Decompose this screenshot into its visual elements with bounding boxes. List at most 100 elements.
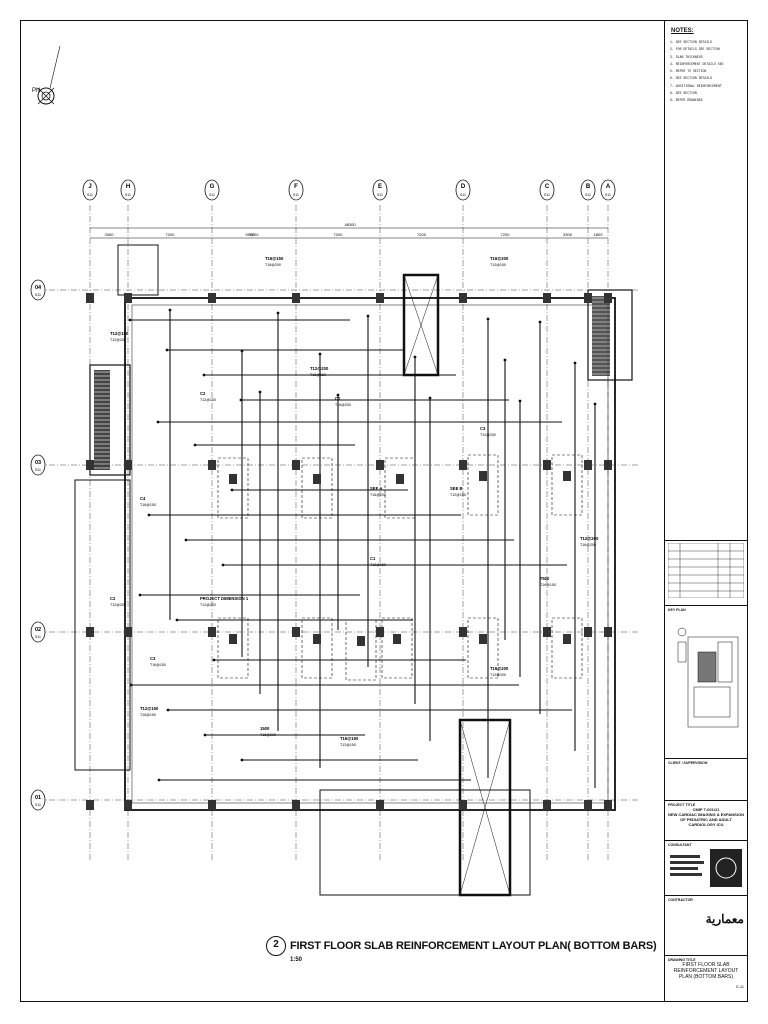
grid-ref-J: S11 [87,193,93,197]
slab-wing-left [74,479,131,771]
grid-label-G: G [210,184,215,190]
svg-text:PN: PN [32,88,40,94]
grid-bubble-J [82,179,98,201]
grid-ref-03: S11 [35,468,41,472]
notes-title: NOTES: [671,28,694,34]
drawing-title: FIRST FLOOR SLAB REINFORCEMENT LAYOUT PL… [673,962,739,980]
rebar-label: T16@150 [310,373,326,377]
grid-bubble-04 [30,279,46,301]
rebar-label: T16@150 [140,713,156,717]
drop-panel [217,617,249,679]
rebar-label: C4 [140,496,146,501]
column [124,293,132,303]
sheet-number: S-11 [735,984,744,989]
column [86,460,94,470]
column [376,293,384,303]
grid-ref-F: S11 [293,193,299,197]
column [396,474,404,484]
contractor-label: CONTRACTOR [668,898,693,902]
drawing-title-label: DRAWING TITLE [668,958,696,962]
column [313,634,321,644]
column [292,460,300,470]
grid-label-02: 02 [35,627,41,633]
column [208,460,216,470]
grid-label-J: J [88,184,91,190]
grid-ref-01: S11 [35,803,41,807]
column-spacing: 7200 [166,232,176,237]
rebar-label: C3 [480,426,486,431]
north-arrow-icon: PN [32,45,61,105]
plan-number-circle: 2 [266,936,286,956]
column [459,627,467,637]
drop-panel [301,617,333,679]
grid-bubble-D [455,179,471,201]
drop-panel [381,617,413,679]
grid-label-F: F [294,184,298,190]
column-spacing: 3300 [105,232,115,237]
drop-panel [301,457,333,519]
grid-label-D: D [461,184,466,190]
drop-panel [551,617,583,679]
stair-core-right [587,289,633,381]
column [376,800,384,810]
rebar-label: T12@150 [490,263,506,267]
notes-list: 1- SEE SECTION DETAILS 2- FOR DETAILS SEE… [670,40,744,106]
grid-label-04: 04 [35,285,42,291]
rebar-label: T12@200 [490,673,506,677]
rebar-label: 1500 [260,726,270,731]
grid-bubble-H [120,179,136,201]
column [604,293,612,303]
column [357,636,365,646]
project-label: PROJECT TITLE [668,803,696,807]
rebar-label: T16@150 [340,736,359,741]
slab-extension [319,789,531,896]
grid-bubble-01 [30,789,46,811]
key-plan-section: KEY PLAN [665,605,747,755]
grid-label-H: H [126,184,130,190]
column-spacing: 7200 [334,232,344,237]
key-plan-map [677,627,739,728]
grid-ref-D: S11 [460,193,466,197]
rebar-label: T16@200 [370,493,386,497]
grid-label-E: E [378,184,382,190]
column [459,460,467,470]
rebar-label: T12@200 [580,536,599,541]
plan-number: 2 [273,939,279,950]
column [376,627,384,637]
column [584,293,592,303]
grid-ref-04: S11 [35,293,41,297]
rebar-label: 7500 [540,576,550,581]
column-spacing: 3300 [563,232,573,237]
grid-label-C: C [545,184,550,190]
column [208,800,216,810]
rebar-label: T12@200 [480,433,496,437]
grid-label-A: A [606,184,611,190]
rebar-label: T16@150 [540,583,556,587]
note-item: 1- SEE SECTION DETAILS [670,40,713,44]
grid-bubble-B [580,179,596,201]
note-item: 8- SEE SECTION [670,91,697,96]
column [563,471,571,481]
column [543,800,551,810]
stair-core-left [89,364,131,476]
rebar-label: T12@200 [110,603,126,607]
column [86,800,94,810]
rebar-label: T12@150 [450,493,466,497]
column [376,460,384,470]
column [292,800,300,810]
rebar-label: T16@200 [335,403,351,407]
rebar-label: C1 [335,396,341,401]
column-spacing: 1800 [594,232,604,237]
note-item: 2- FOR DETAILS SEE SECTION [670,47,720,52]
column [124,627,132,637]
client-label: CLIENT / SUPERVISION [668,761,708,765]
note-item: 9- REFER DRAWINGS [670,98,703,103]
rebar-label: T16@150 [140,503,156,507]
column [313,474,321,484]
drop-panels [86,293,612,810]
drop-panel [217,457,249,519]
rebar-label: T12@150 [340,743,356,747]
grid-bubble-03 [30,454,46,476]
slab-outline [124,297,616,811]
slab-projection-top [117,244,159,296]
